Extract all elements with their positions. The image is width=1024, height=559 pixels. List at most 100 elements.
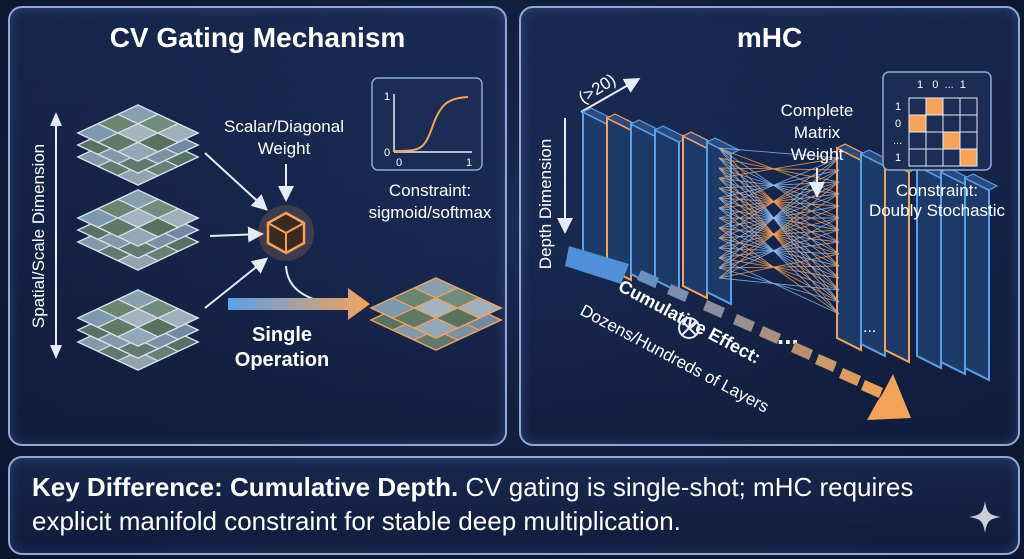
cumulative-dash [667, 284, 689, 302]
matrix-weight-line2: Matrix [794, 123, 841, 142]
matrix-cell [959, 97, 978, 116]
connection-line [718, 253, 840, 279]
connection-line [718, 157, 840, 269]
cumulative-bar-start [565, 246, 629, 284]
sigmoid-plot: 1 0 0 1 [371, 77, 483, 171]
cv-gating-diagram: Spatial/Scale Dimension Scalar/Diagonal … [29, 77, 503, 371]
matrix-row-2: 0 [895, 118, 901, 130]
matrix-cell [959, 148, 978, 167]
connection-line [718, 267, 840, 303]
connection-line [718, 217, 840, 279]
plot-y-bottom: 0 [384, 147, 390, 159]
cv-gating-title: CV Gating Mechanism [109, 22, 406, 53]
plot-x-right: 1 [466, 157, 472, 169]
cv-constraint-line2: sigmoid/softmax [369, 203, 492, 222]
mhc-layer [859, 149, 895, 358]
layer-connections [718, 147, 840, 315]
mhc-diagram: (>20) Depth Dimension Complete Matrix We… [536, 70, 1006, 420]
connection-line [718, 277, 840, 291]
matrix-cell [942, 97, 961, 116]
mhc-layer [629, 119, 665, 288]
matrix-cell [959, 114, 978, 133]
cumulative-dash [759, 326, 781, 344]
feature-map-stack-middle [76, 189, 200, 271]
matrix-cell [942, 148, 961, 167]
key-difference-panel: Key Difference: Cumulative Depth. CV gat… [8, 456, 1020, 555]
sparkle-icon [969, 501, 1001, 533]
arrow-stack2-to-gate [209, 226, 264, 243]
key-difference-rest: CV gating is single-shot; mHC requires e… [32, 472, 914, 536]
cumulative-dash [733, 314, 755, 332]
matrix-cell [925, 131, 944, 150]
output-feature-map [369, 277, 503, 351]
feature-map-layer [76, 189, 200, 247]
cv-gating-panel: CV Gating Mechanism Spatial/Scale Dimens… [8, 6, 507, 446]
matrix-cell [908, 148, 927, 167]
connection-line [718, 169, 840, 229]
connection-line [718, 181, 840, 279]
layers-ellipsis: ... [777, 320, 799, 350]
arrow-stack3-to-gate [204, 257, 269, 309]
connection-line [718, 193, 840, 239]
cumulative-dash [703, 300, 725, 318]
mhc-constraint-line1: Constraint: [896, 181, 978, 200]
cumulative-dash [861, 380, 883, 398]
cv-constraint-line1: Constraint: [389, 181, 471, 200]
cumulative-dash [637, 270, 659, 288]
feature-map-layer [76, 104, 200, 162]
mhc-layer [963, 173, 999, 382]
mhc-title: mHC [736, 22, 803, 53]
matrix-row-1: 1 [895, 101, 901, 113]
key-difference-text: Key Difference: Cumulative Depth. CV gat… [32, 470, 952, 538]
matrix-row-3: ... [893, 135, 902, 147]
doubly-stochastic-matrix: 1 0 ... 1 1 0 ... 1 [882, 71, 992, 171]
cumulative-arrowhead [867, 374, 911, 420]
gate-cube-icon [258, 205, 314, 261]
axis-arrow-up-icon [50, 112, 62, 126]
matrix-cell [908, 97, 927, 116]
operation-line2: Operation [235, 349, 329, 371]
cumulative-dash [839, 368, 861, 386]
matrix-cell [925, 114, 944, 133]
connection-line [718, 147, 840, 159]
weight-label-line2: Weight [258, 139, 311, 158]
mhc-constraint-line2: Doubly Stochastic [869, 201, 1006, 220]
axis-arrow-down-icon [50, 345, 62, 359]
connection-line [718, 169, 840, 199]
multiply-circle-icon [678, 317, 700, 339]
connection-line [718, 157, 840, 209]
connection-line [718, 157, 840, 179]
weight-label-line1: Scalar/Diagonal [224, 117, 344, 136]
mhc-layer [939, 167, 975, 376]
depth-label: Depth Dimension [536, 139, 555, 269]
matrix-cell [959, 131, 978, 150]
feature-map-layer [369, 277, 503, 339]
matrix-row-4: 1 [895, 152, 901, 164]
layers-ellipsis-small: ... [863, 319, 876, 336]
matrix-weight-line1: Complete [781, 101, 854, 120]
matrix-cell [925, 97, 944, 116]
matrix-cell [942, 131, 961, 150]
mhc-layer-stack [581, 107, 999, 382]
operation-line1: Single [252, 324, 312, 346]
matrix-col-header: 1 0 ... 1 [917, 79, 966, 91]
connection-line [718, 157, 840, 239]
connection-line [718, 167, 840, 171]
feature-map-stack-top [76, 104, 200, 186]
matrix-weight-line3: Weight [791, 145, 844, 164]
arrow-stack1-to-gate [204, 152, 268, 211]
plot-y-top: 1 [384, 91, 390, 103]
matrix-cell [942, 114, 961, 133]
feature-map-stack-bottom [76, 289, 200, 371]
mhc-layer [681, 131, 717, 300]
single-operation-arrow [228, 288, 370, 320]
spatial-axis-label: Spatial/Scale Dimension [29, 144, 48, 328]
mhc-panel: mHC (>20) Depth Dimension Complete Matri… [519, 6, 1020, 446]
cumulative-dash [815, 354, 837, 372]
plot-x-left: 0 [396, 157, 402, 169]
mhc-layer [605, 113, 641, 282]
connection-line [718, 193, 840, 269]
key-difference-bold: Key Difference: Cumulative Depth. [32, 472, 459, 502]
cumulative-dash [791, 342, 813, 360]
feature-map-layer [76, 289, 200, 347]
